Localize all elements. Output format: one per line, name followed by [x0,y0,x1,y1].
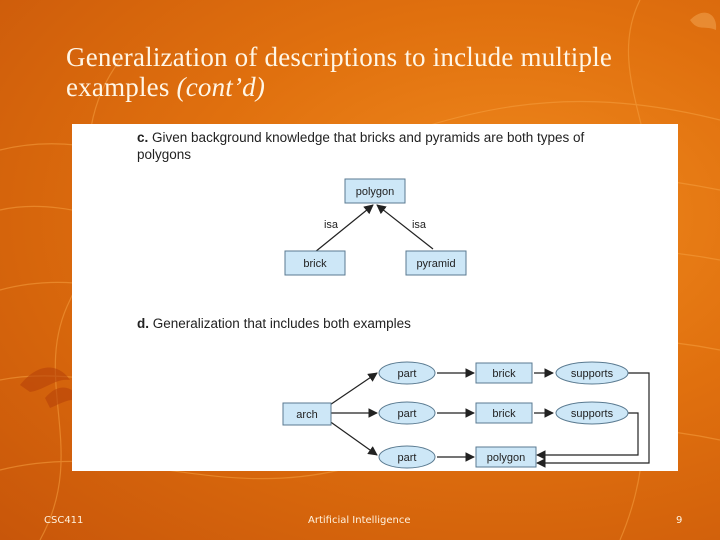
isa-edges [314,204,434,253]
node-brick-d1: brick [475,362,533,384]
isa-edge-pyramid-polygon [376,204,434,250]
slide-title-main: Generalization of descriptions to includ… [66,42,613,102]
node-part-3: part [378,445,436,469]
caption-d: d. Generalization that includes both exa… [137,315,627,332]
node-polygon-d: polygon [475,446,537,468]
node-polygon-c: polygon [344,178,406,204]
footer-subject: Artificial Intelligence [308,515,411,526]
node-polygon-d-label: polygon [487,452,526,464]
node-part-2: part [378,401,436,425]
node-brick-c-label: brick [303,258,327,270]
node-arch-label: arch [296,409,317,421]
semantic-network-diagram: polygon brick pyramid isa isa [282,178,650,469]
footer-course: CSC411 [44,515,84,526]
node-part-1-label: part [398,368,417,380]
node-supports-2-label: supports [571,408,614,420]
edge-supports1-polygon [536,372,650,468]
isa-label-right: isa [412,219,427,231]
caption-d-text: Generalization that includes both exampl… [152,316,411,331]
node-supports-1-label: supports [571,368,614,380]
node-pyramid-c-label: pyramid [416,258,455,270]
node-supports-2: supports [555,401,629,425]
caption-c-letter: c. [137,130,149,145]
node-part-1: part [378,361,436,385]
node-brick-d2-label: brick [492,408,516,420]
node-supports-1: supports [555,361,629,385]
node-part-2-label: part [398,408,417,420]
slide-title: Generalization of descriptions to includ… [66,42,666,102]
edge-supports2-polygon [536,412,639,460]
caption-c-text: Given background knowledge that bricks a… [137,130,585,162]
node-brick-c: brick [284,250,346,276]
slide-title-italic: (cont’d) [176,72,266,102]
caption-c: c. Given background knowledge that brick… [137,129,627,163]
node-pyramid-c: pyramid [405,250,467,276]
node-arch: arch [282,402,332,426]
isa-edge-brick-polygon [314,204,374,253]
isa-label-left: isa [324,219,339,231]
figure-panel: polygon brick pyramid isa isa [72,124,678,471]
node-brick-d1-label: brick [492,368,516,380]
node-polygon-c-label: polygon [356,186,395,198]
node-brick-d2: brick [475,402,533,424]
node-part-3-label: part [398,452,417,464]
caption-d-letter: d. [137,316,149,331]
footer-page-number: 9 [676,515,683,526]
